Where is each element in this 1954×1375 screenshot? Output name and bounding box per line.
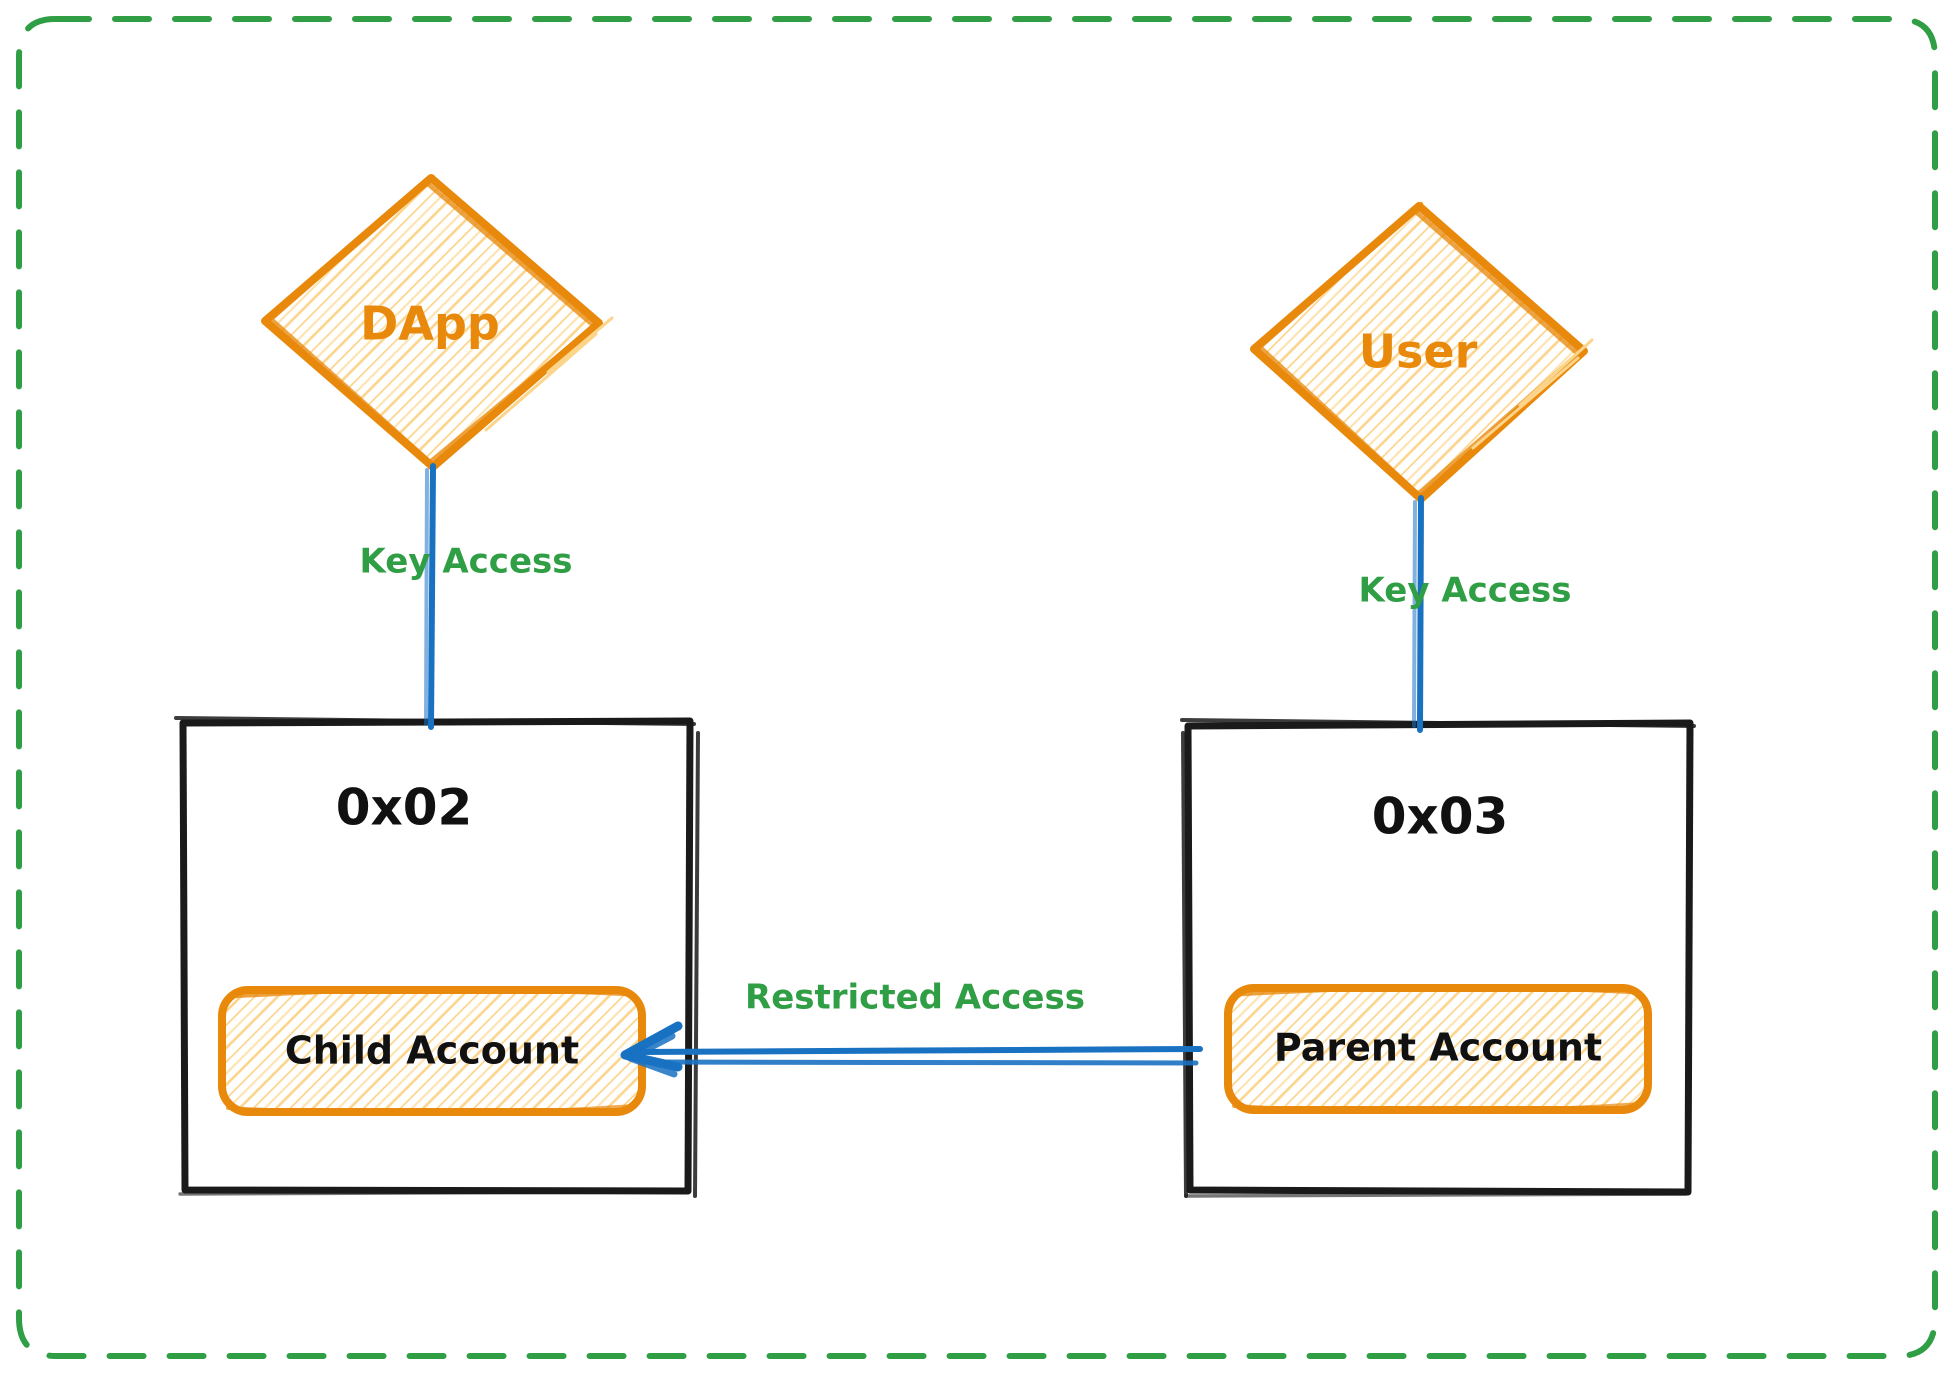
edge-parent-to-child[interactable] xyxy=(620,1021,1203,1078)
node-box-0x03-label: 0x03 xyxy=(1372,788,1509,846)
node-box-0x02[interactable]: 0x02 xyxy=(174,716,700,1198)
node-box-0x02-label: 0x02 xyxy=(336,779,473,837)
node-child-account[interactable]: Child Account xyxy=(215,982,651,1120)
node-dapp[interactable]: DApp xyxy=(255,170,615,480)
node-user-label: User xyxy=(1359,325,1478,379)
edge-user-to-0x03[interactable] xyxy=(1412,495,1424,733)
edge-dapp-to-0x02-label: Key Access xyxy=(360,542,573,582)
arrowhead-left-icon xyxy=(620,1021,683,1078)
edge-user-to-0x03-label: Key Access xyxy=(1359,571,1572,611)
node-child-account-label: Child Account xyxy=(285,1029,579,1073)
node-parent-account[interactable]: Parent Account xyxy=(1220,980,1656,1118)
node-parent-account-label: Parent Account xyxy=(1274,1026,1602,1070)
node-box-0x03[interactable]: 0x03 xyxy=(1180,718,1696,1198)
node-dapp-label: DApp xyxy=(360,297,500,351)
edge-parent-to-child-label: Restricted Access xyxy=(745,978,1085,1018)
edge-dapp-to-0x02[interactable] xyxy=(424,463,436,730)
dashed-boundary xyxy=(16,16,1938,1359)
node-user[interactable]: User xyxy=(1245,198,1595,508)
